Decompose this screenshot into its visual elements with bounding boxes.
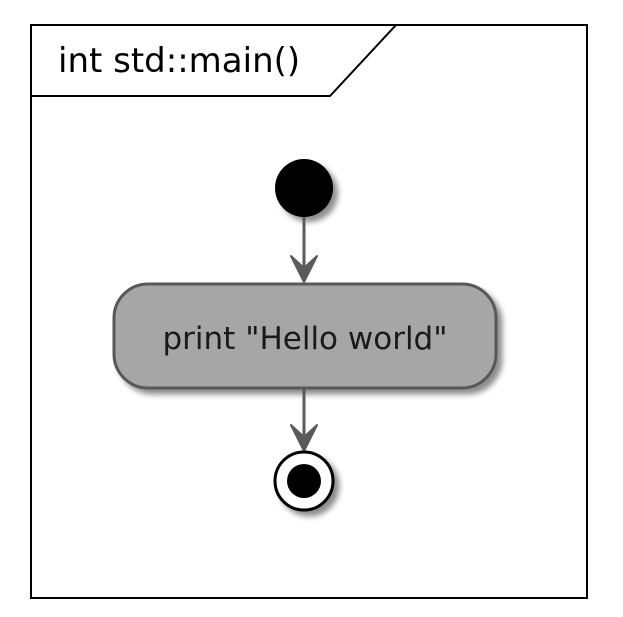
- frame-title-tab: [31, 24, 397, 97]
- flow-arrow-action-to-end: [290, 388, 318, 452]
- frame-border: [30, 24, 588, 599]
- frame-title: int std::main(): [58, 41, 300, 81]
- final-node: [273, 450, 335, 512]
- action-label: print "Hello world": [163, 321, 448, 357]
- action-node: print "Hello world": [112, 282, 498, 390]
- flow-arrow-start-to-action: [290, 217, 318, 283]
- initial-node: [275, 159, 333, 217]
